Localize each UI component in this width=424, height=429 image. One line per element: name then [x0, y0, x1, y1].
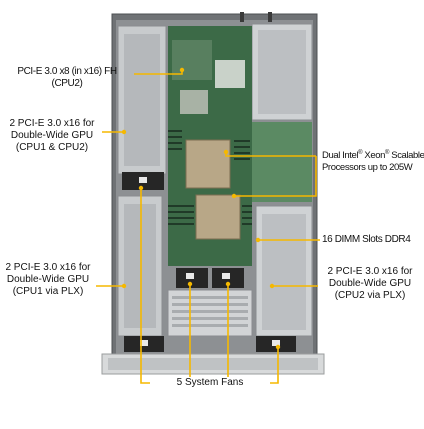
callout-cpu-line2: Processors up to 205W — [322, 162, 413, 173]
callout-gpu-left-top-line1: 2 PCI-E 3.0 x16 for — [9, 118, 95, 129]
dimm-slots — [168, 130, 252, 225]
callout-pcie-fh-line1: PCI-E 3.0 x8 (in x16) FH — [17, 66, 117, 77]
callout-pcie-fh-line2: (CPU2) — [51, 78, 83, 89]
cpu-heatsink-1 — [185, 139, 231, 189]
cpu-text-b: Xeon — [362, 150, 385, 161]
callout-gpu-right-line3: (CPU2 via PLX) — [334, 290, 406, 301]
callout-gpu-left-bottom-line1: 2 PCI-E 3.0 x16 for — [5, 262, 91, 273]
callout-gpu-right-line1: 2 PCI-E 3.0 x16 for — [327, 266, 413, 277]
cpu-reg-mark-1: ® — [358, 149, 363, 156]
callout-cpu: Dual Intel® Xeon® Scalable Processors up… — [322, 150, 424, 174]
cpu-heatsink-2 — [195, 194, 241, 240]
callout-fans-line1: 5 System Fans — [176, 377, 244, 388]
callout-cpu-line1: Dual Intel® Xeon® Scalable — [322, 150, 424, 162]
callout-gpu-left-top: 2 PCI-E 3.0 x16 for Double-Wide GPU (CPU… — [2, 118, 102, 154]
cpu-text-a: Dual Intel — [322, 150, 359, 161]
callout-dimm-line1: 16 DIMM Slots DDR4 — [322, 234, 411, 245]
callout-gpu-left-bottom: 2 PCI-E 3.0 x16 for Double-Wide GPU (CPU… — [0, 262, 96, 298]
callout-pcie-fh: PCI-E 3.0 x8 (in x16) FH (CPU2) — [2, 66, 132, 90]
callout-fans: 5 System Fans — [150, 377, 270, 389]
callout-gpu-left-bottom-line3: (CPU1 via PLX) — [12, 286, 84, 297]
cpu-reg-mark-2: ® — [385, 149, 390, 156]
callout-gpu-right: 2 PCI-E 3.0 x16 for Double-Wide GPU (CPU… — [318, 266, 422, 302]
callout-endpoints — [121, 67, 281, 350]
callout-gpu-left-bottom-line2: Double-Wide GPU — [6, 274, 90, 285]
callout-gpu-left-top-line3: (CPU1 & CPU2) — [15, 142, 89, 153]
callout-gpu-left-top-line2: Double-Wide GPU — [10, 130, 94, 141]
callout-gpu-right-line2: Double-Wide GPU — [328, 278, 412, 289]
cpu-text-c: Scalable — [389, 150, 424, 161]
callout-dimm: 16 DIMM Slots DDR4 — [322, 234, 424, 246]
